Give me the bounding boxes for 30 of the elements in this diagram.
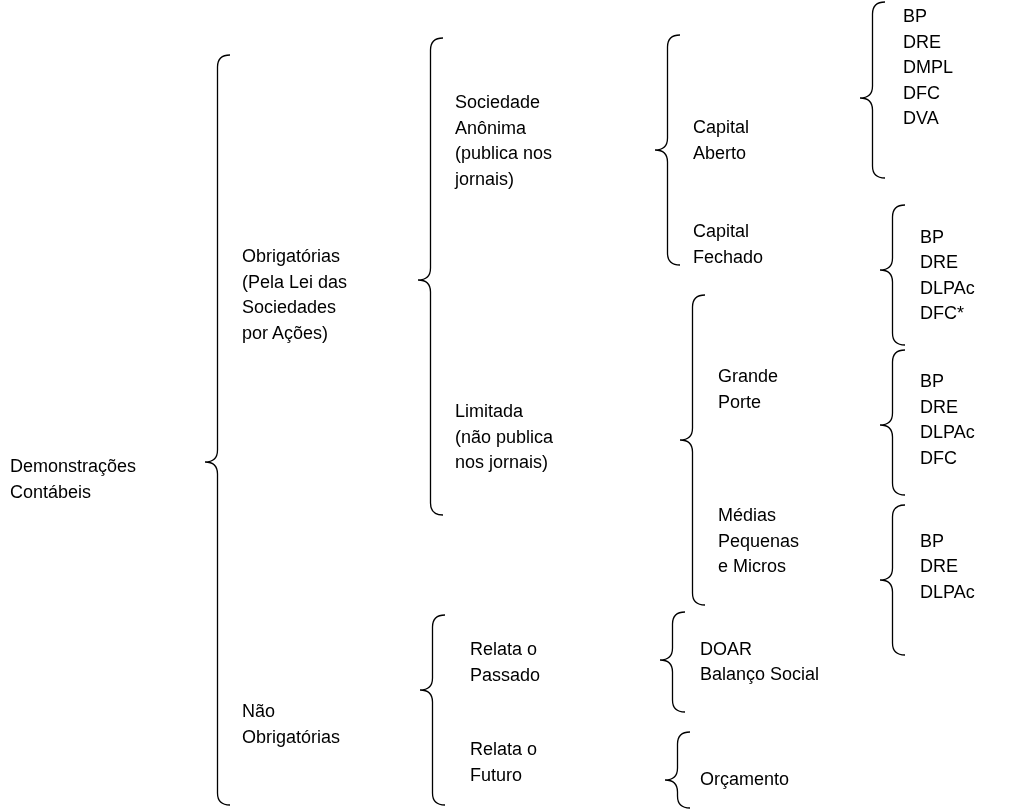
tree-label: DLPAc [920, 277, 975, 301]
tree-label: DLPAc [920, 581, 975, 605]
tree-label: Capital Aberto [693, 116, 750, 165]
tree-label: BP [903, 5, 927, 29]
tree-label: Relata o Passado [470, 638, 541, 687]
tree-label: Sociedade Anônima (publica nos jornais) [455, 91, 553, 191]
tree-label: DRE [920, 251, 958, 275]
tree-label: Demonstrações Contábeis [10, 455, 137, 504]
tree-label: Orçamento [700, 768, 790, 792]
tree-label: DRE [903, 31, 941, 55]
tree-label: Médias Pequenas e Micros [718, 504, 800, 579]
tree-label: Não Obrigatórias [242, 700, 341, 749]
tree-label: DFC [903, 82, 940, 106]
tree-label: DOAR [700, 638, 752, 662]
tree-label: Limitada (não publica nos jornais) [455, 400, 554, 475]
tree-label: DMPL [903, 56, 953, 80]
tree-label: Grande Porte [718, 365, 779, 414]
tree-label: DFC* [920, 302, 964, 326]
tree-label: Capital Fechado [693, 220, 764, 269]
tree-label: Relata o Futuro [470, 738, 538, 787]
tree-label: DRE [920, 396, 958, 420]
tree-label: DLPAc [920, 421, 975, 445]
tree-label: DVA [903, 107, 939, 131]
tree-label: DRE [920, 555, 958, 579]
tree-label: Balanço Social [700, 663, 820, 687]
tree-label: BP [920, 530, 944, 554]
tree-label: BP [920, 370, 944, 394]
tree-label: DFC [920, 447, 957, 471]
tree-label: Obrigatórias (Pela Lei das Sociedades por Ações) [242, 245, 348, 345]
tree-label: BP [920, 226, 944, 250]
